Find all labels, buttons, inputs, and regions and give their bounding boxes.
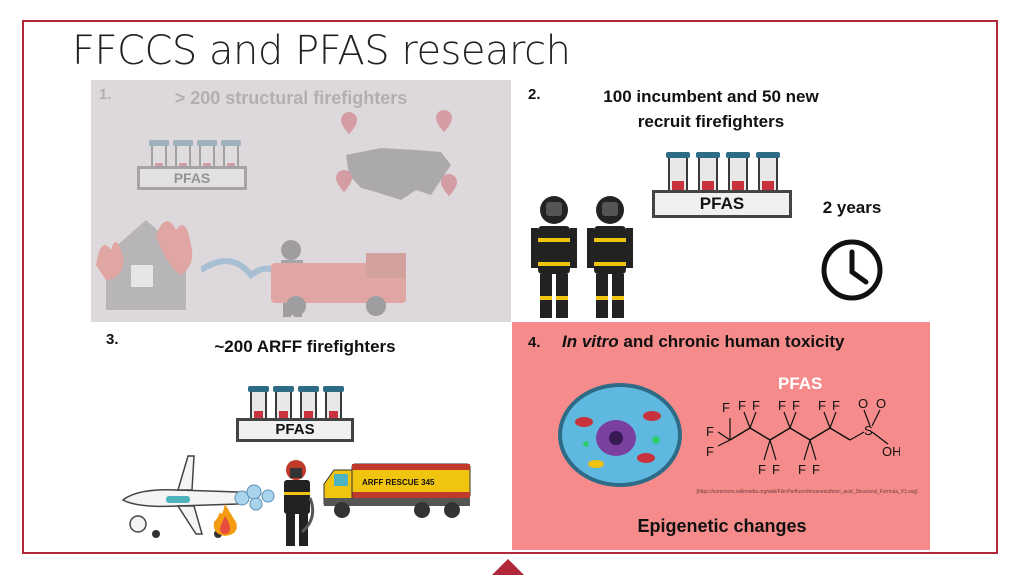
firefighter-hose-icon — [201, 240, 303, 317]
atom-o: O — [858, 398, 868, 411]
panel4-label-rest: and chronic human toxicity — [618, 332, 845, 351]
blood-tubes-icon: PFAS — [652, 152, 792, 220]
duration-label: 2 years — [822, 198, 882, 217]
atom-s: S — [864, 423, 873, 438]
foam-spray-icon — [234, 484, 275, 511]
atom-f: F — [778, 398, 786, 413]
airplane-icon — [121, 455, 243, 538]
us-map-icon — [336, 110, 457, 200]
panel2-label-line1: 100 incumbent and 50 new — [603, 87, 819, 106]
blood-tubes-icon: PFAS — [137, 140, 247, 192]
atom-f: F — [798, 462, 806, 477]
atom-f: F — [722, 400, 730, 415]
atom-f: F — [738, 398, 746, 413]
panel-number: 1. — [99, 86, 112, 103]
arff-firefighter-icon — [284, 460, 315, 546]
epigenetic-changes-label: Epigenetic changes — [637, 516, 807, 536]
molecule-title: PFAS — [778, 374, 823, 393]
atom-f: F — [706, 444, 714, 459]
panel-label: > 200 structural firefighters — [174, 88, 408, 108]
panel-in-vitro-toxicity: 4. In vitro and chronic human toxicity P… — [512, 322, 930, 550]
atom-f: F — [772, 462, 780, 477]
panel2-number: 2. — [528, 86, 541, 103]
panel-structural-firefighters: 1. > 200 structural firefighters PFAS — [91, 80, 511, 322]
blood-tubes-icon: PFAS — [236, 386, 354, 444]
atom-o: O — [876, 398, 886, 411]
atom-oh: OH — [882, 444, 900, 459]
panel4-label-italic: In vitro — [562, 332, 619, 351]
pfhxs-molecule-icon: F F F F F F F F F F F F F S O O OH — [706, 398, 900, 477]
atom-f: F — [832, 398, 840, 413]
burning-house-icon — [96, 220, 193, 310]
atom-f: F — [752, 398, 760, 413]
panel4-label: In vitro and chronic human toxicity — [562, 332, 922, 352]
clock-icon — [821, 239, 883, 301]
panel2-label-line2: recruit firefighters — [637, 112, 785, 131]
slide-title: FFCCS and PFAS research — [72, 28, 571, 74]
slide-frame — [22, 20, 998, 554]
atom-f: F — [758, 462, 766, 477]
pfas-label: PFAS — [236, 418, 354, 442]
panel3-label: ~200 ARFF firefighters — [214, 337, 396, 356]
firefighters-icon — [531, 196, 633, 318]
atom-f: F — [706, 424, 714, 439]
atom-f: F — [818, 398, 826, 413]
cell-icon — [558, 383, 682, 487]
atom-f: F — [792, 398, 800, 413]
panel4-number: 4. — [528, 334, 541, 351]
panel3-number: 3. — [106, 331, 119, 348]
pfas-label: PFAS — [652, 190, 792, 218]
image-citation: [https://commons.wikimedia.org/wiki/File… — [696, 489, 918, 495]
next-slide-arrow-icon[interactable] — [492, 559, 524, 575]
arff-truck-icon: ARFF RESCUE 345 — [322, 456, 472, 520]
fire-icon — [213, 504, 237, 536]
atom-f: F — [812, 462, 820, 477]
truck-label: ARFF RESCUE 345 — [362, 478, 435, 487]
panel2-label: 100 incumbent and 50 new recruit firefig… — [580, 84, 842, 134]
pfas-label: PFAS — [137, 166, 247, 190]
fire-truck-icon — [271, 253, 406, 316]
